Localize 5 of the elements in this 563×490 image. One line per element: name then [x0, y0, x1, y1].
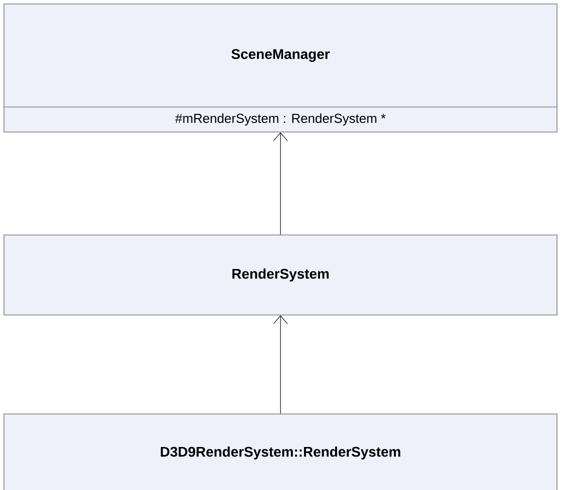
- arrow: [273, 132, 288, 235]
- class-box: D3D9RenderSystem::RenderSystem: [4, 414, 558, 490]
- class-box: RenderSystem: [4, 234, 558, 316]
- class-box: SceneManager #mRenderSystem : RenderSystem *: [4, 4, 558, 132]
- arrow: [273, 315, 288, 414]
